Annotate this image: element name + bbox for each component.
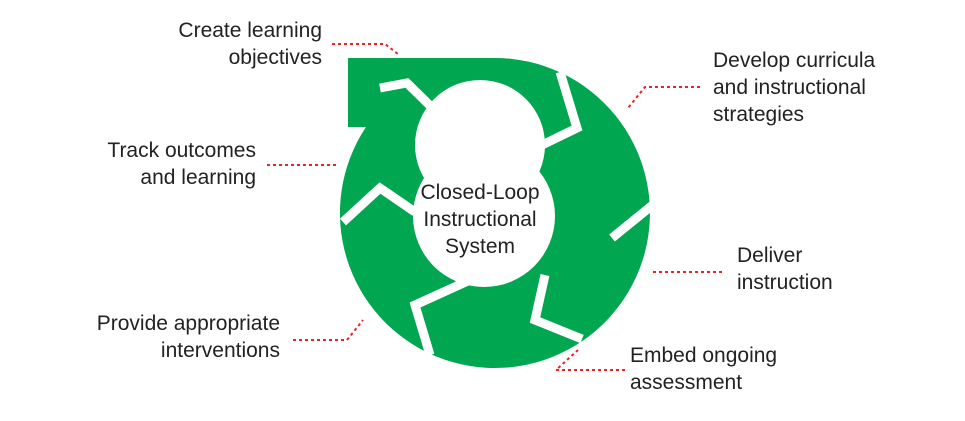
step-label-line: Embed ongoing <box>630 344 778 367</box>
step-label-line: Develop curricula <box>713 49 876 72</box>
step-label-line: instruction <box>737 271 833 294</box>
step-label-line: Track outcomes <box>107 139 256 162</box>
separator-2 <box>538 70 583 151</box>
step-provide-interventions: Provide appropriate interventions <box>55 310 280 364</box>
cycle-hole <box>413 145 555 287</box>
leader-develop <box>627 86 700 109</box>
leader-create <box>332 43 399 55</box>
leader-provide <box>293 319 364 341</box>
separator-5 <box>409 275 472 357</box>
cycle-separators <box>339 70 660 357</box>
center-title: Closed-Loop Instructional System <box>405 179 555 260</box>
step-embed-assessment: Embed ongoing assessment <box>630 342 820 396</box>
step-label-line: and instructional <box>713 76 866 99</box>
center-title-line: Instructional <box>423 208 537 231</box>
separator-1 <box>379 78 464 139</box>
step-label-line: objectives <box>228 46 322 69</box>
step-label-line: interventions <box>160 339 280 362</box>
step-label-line: Provide appropriate <box>96 312 280 335</box>
step-track-outcomes: Track outcomes and learning <box>70 137 256 191</box>
separator-6 <box>339 182 418 226</box>
separator-4 <box>529 274 584 344</box>
step-deliver-instruction: Deliver instruction <box>737 242 867 296</box>
step-label-line: assessment <box>630 371 743 394</box>
step-label-line: Deliver <box>737 244 803 267</box>
step-develop-curricula: Develop curricula and instructional stra… <box>713 47 913 128</box>
separator-3 <box>609 193 660 242</box>
leader-lines <box>267 43 722 371</box>
leader-embed <box>553 349 625 371</box>
step-label-line: and learning <box>140 166 256 189</box>
step-label-line: Create learning <box>178 19 322 42</box>
center-title-line: System <box>444 235 515 258</box>
step-label-line: strategies <box>713 103 805 126</box>
step-create-objectives: Create learning objectives <box>150 17 322 71</box>
center-title-line: Closed-Loop <box>420 181 540 204</box>
